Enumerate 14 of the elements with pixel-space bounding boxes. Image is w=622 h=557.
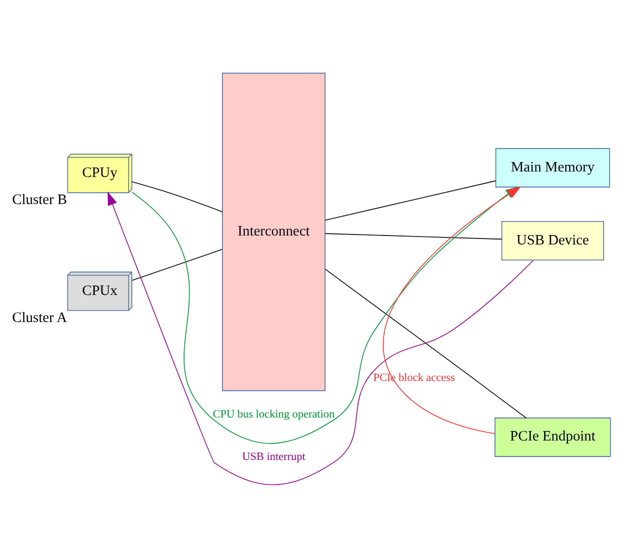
node-label: Cluster A (12, 310, 68, 326)
node-label: Cluster B (12, 192, 68, 208)
node-box: Interconnect (222, 72, 326, 391)
connector (324, 268, 527, 418)
node-box: Main Memory (495, 148, 610, 187)
connector (324, 232, 502, 240)
edge-label: CPU bus locking operation (212, 408, 335, 420)
edge-label: USB interrupt (242, 450, 306, 462)
connector (324, 180, 496, 220)
connector (132, 180, 223, 212)
arrow (108, 191, 534, 485)
connector (132, 248, 223, 280)
node-box: PCIe Endpoint (494, 417, 611, 456)
node-box: USB Device (501, 220, 604, 260)
